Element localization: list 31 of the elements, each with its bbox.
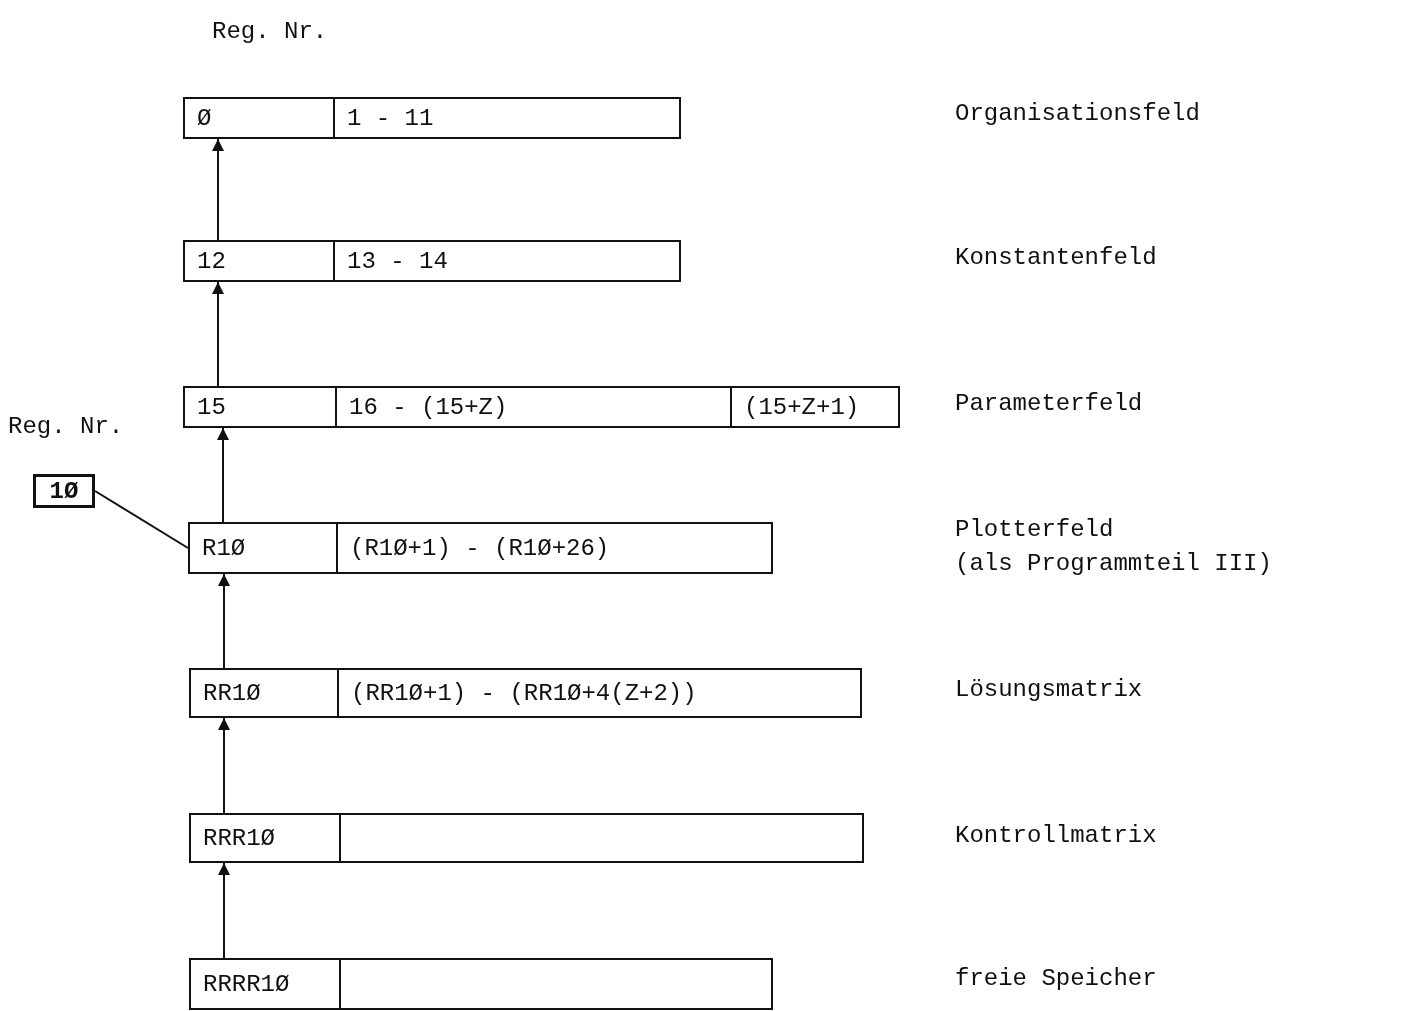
column-heading: Reg. Nr. [212, 18, 328, 45]
memory-cell: 12 [183, 240, 335, 282]
leader-line [94, 490, 189, 549]
memory-cell: RRRR1Ø [189, 958, 341, 1010]
memory-cell: 15 [183, 386, 337, 428]
field-name: freie Speicher [955, 965, 1157, 992]
memory-cell: RR1Ø [189, 668, 339, 718]
field-name: Plotterfeld [955, 516, 1114, 543]
field-name: (als Programmteil III) [955, 550, 1272, 577]
register-number-box: 1Ø [33, 474, 95, 508]
memory-cell: 16 - (15+Z) [335, 386, 732, 428]
memory-cell: (15+Z+1) [730, 386, 900, 428]
field-name: Organisationsfeld [955, 100, 1200, 127]
memory-cell: (RR1Ø+1) - (RR1Ø+4(Z+2)) [337, 668, 862, 718]
field-name: Lösungsmatrix [955, 676, 1143, 703]
memory-cell: Ø [183, 97, 335, 139]
arrow [217, 427, 229, 523]
field-name: Kontrollmatrix [955, 822, 1157, 849]
field-name: Parameterfeld [955, 390, 1143, 417]
memory-cell: 13 - 14 [333, 240, 681, 282]
memory-cell: RRR1Ø [189, 813, 341, 863]
arrow [218, 717, 230, 814]
arrow [218, 862, 230, 959]
arrow [212, 281, 224, 387]
memory-cell: 1 - 11 [333, 97, 681, 139]
column-heading: Reg. Nr. [8, 413, 124, 440]
arrow [212, 138, 224, 241]
memory-cell: R1Ø [188, 522, 338, 574]
arrow [218, 573, 230, 669]
memory-cell: (R1Ø+1) - (R1Ø+26) [336, 522, 773, 574]
field-name: Konstantenfeld [955, 244, 1157, 271]
